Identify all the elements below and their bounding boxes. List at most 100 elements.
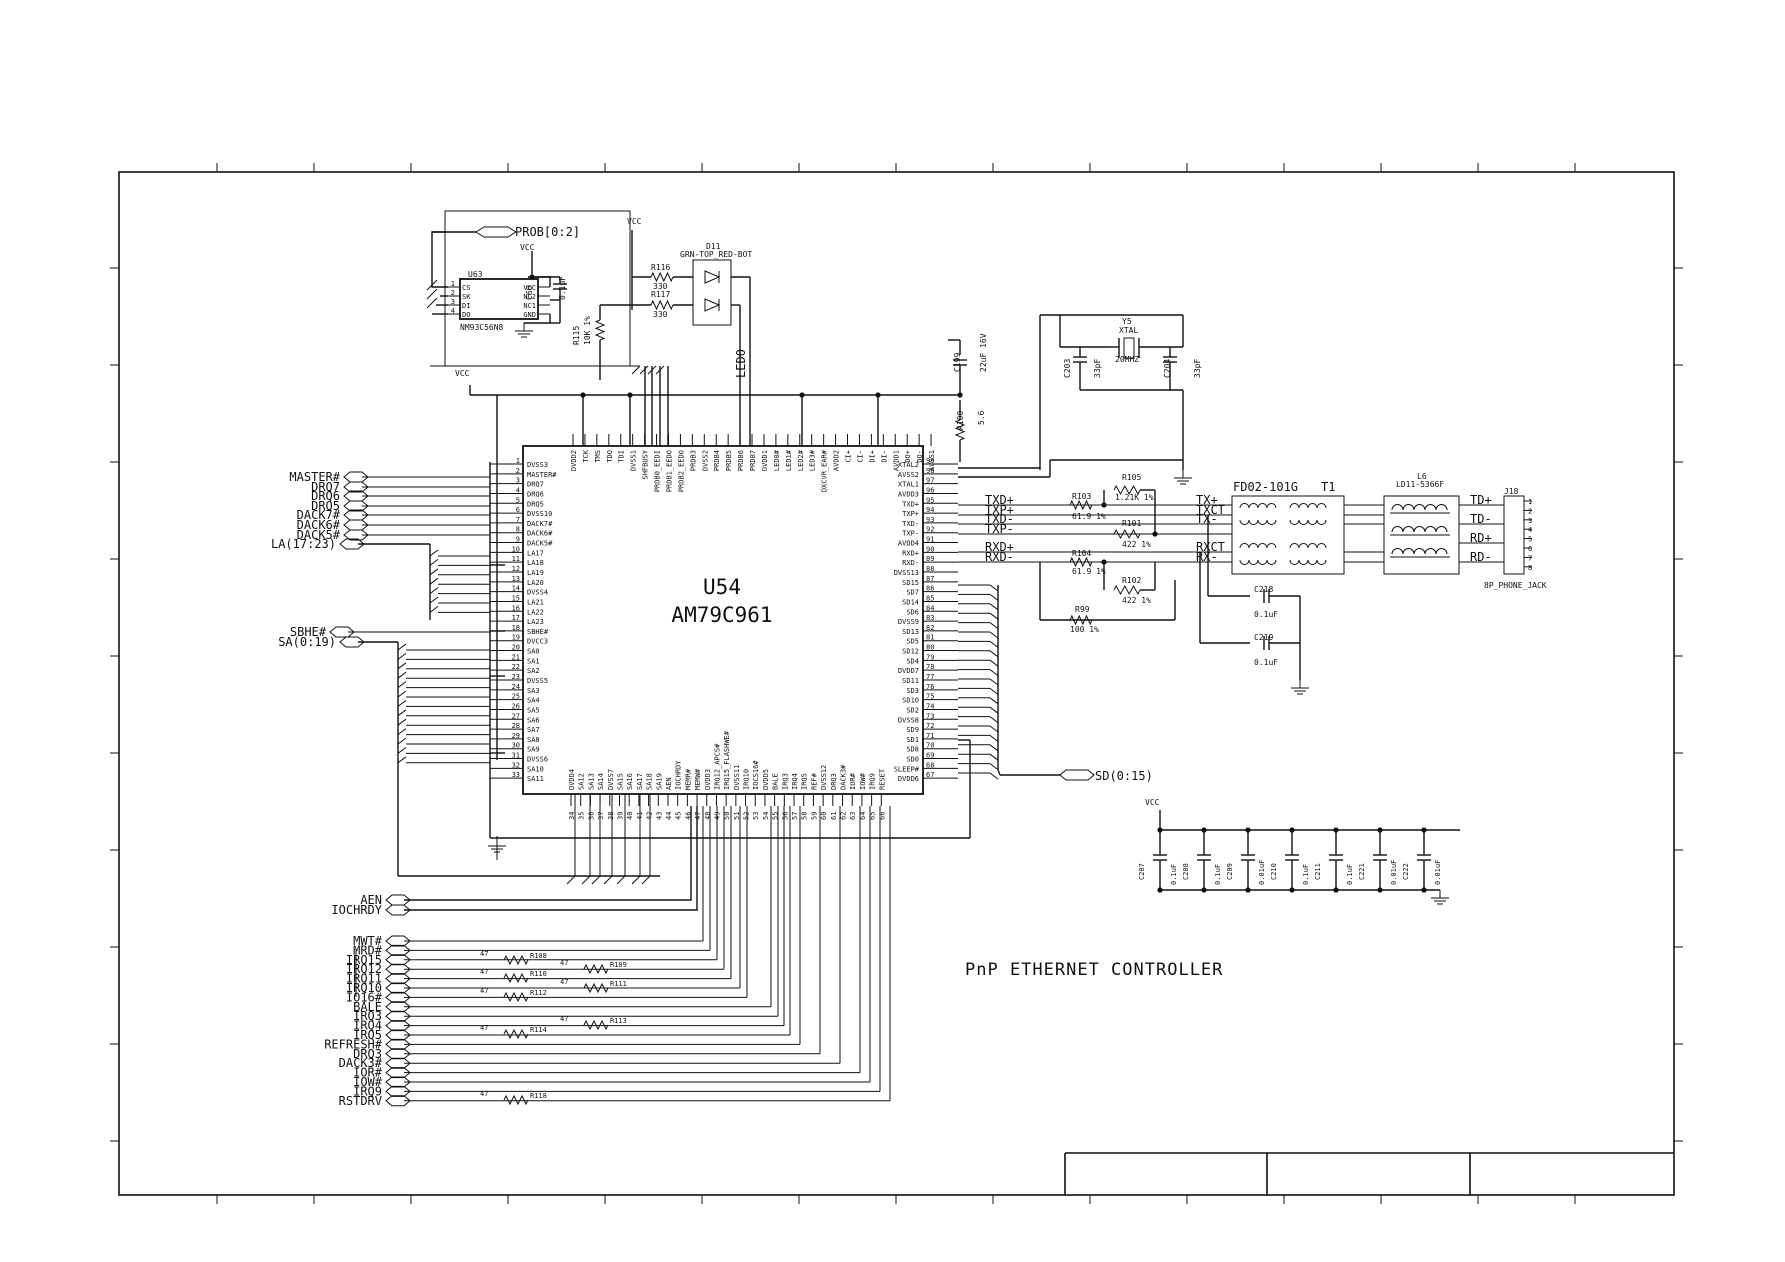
pin-number: 56 [781, 812, 789, 820]
r103-ref: R103 [1072, 492, 1091, 501]
coil [1289, 543, 1300, 549]
pin-number: 75 [926, 693, 934, 701]
series-resistor-value: 47 [560, 959, 568, 967]
pin-name: DACK7# [527, 520, 553, 528]
wire [631, 365, 641, 375]
pin-name: LA23 [527, 618, 544, 626]
eeprom-pin-number: 2 [451, 289, 455, 297]
pin-name: SA4 [527, 697, 540, 705]
r105-value: 1.21K 1% [1115, 493, 1154, 502]
pin-number: 91 [926, 536, 934, 544]
decoupling-cap-ref: C209 [1226, 863, 1234, 880]
wire [397, 671, 407, 679]
main-chip-body [522, 445, 924, 795]
coil [1239, 503, 1250, 509]
bus-signal-label: DRQ5 [311, 499, 340, 513]
control-signal-label: IRQ10 [346, 981, 382, 995]
pin-number: 78 [926, 663, 934, 671]
pin-name: IRQ5 [801, 773, 809, 790]
pin-number: 87 [926, 575, 934, 583]
pin-name: SD11 [902, 677, 919, 685]
pin-number: 73 [926, 712, 934, 720]
wire [989, 669, 999, 676]
led-part: GRN-TOP_RED-BOT [680, 250, 752, 259]
pin-number: 74 [926, 702, 934, 710]
wire [397, 709, 407, 717]
r117-value: 330 [653, 310, 668, 319]
series-resistor-value: 47 [480, 968, 488, 976]
wire [639, 365, 649, 375]
coil [1316, 543, 1327, 549]
pin-name: SA2 [527, 667, 540, 675]
filter-net-label: RX- [1196, 550, 1218, 564]
wire [989, 706, 999, 714]
c60-ref: C60 [525, 285, 534, 300]
pin-name: DVSS9 [898, 618, 919, 626]
junction-dot [1333, 887, 1339, 893]
series-resistor-value: 47 [480, 987, 488, 995]
coil [1435, 548, 1448, 555]
pin-number: 80 [926, 644, 934, 652]
r99-value: 100 1% [1070, 625, 1099, 634]
pin-name: DVSS11 [733, 765, 741, 790]
series-resistor-ref: R114 [530, 1026, 547, 1034]
pin-number: 26 [512, 702, 520, 710]
pin-name: TDO [606, 450, 614, 463]
coil [1435, 526, 1448, 533]
wire [989, 725, 999, 733]
junction-dot [1245, 887, 1251, 893]
junction-dot [1245, 827, 1251, 833]
r104-value: 61.9 1% [1072, 567, 1106, 576]
pin-name: DI+ [868, 450, 876, 463]
series-resistor-value: 47 [560, 1015, 568, 1023]
crystal-ref: Y5 [1122, 317, 1132, 326]
jack-pin-number: 7 [1528, 554, 1532, 562]
pin-name: IRQ12_APCS# [713, 743, 721, 790]
wire [429, 549, 439, 557]
coil [1307, 543, 1318, 549]
eeprom-body [459, 278, 539, 320]
pin-number: 3 [516, 477, 520, 485]
pin-number: 85 [926, 594, 934, 602]
pin-name: DACK3# [840, 764, 848, 790]
resistor [503, 1028, 529, 1040]
bus-signal-label: DACK5# [297, 528, 341, 542]
pin-number: 12 [512, 565, 520, 573]
coil [1239, 559, 1250, 565]
r102-value: 422 1% [1122, 596, 1151, 605]
c60-value: 0.1uF [558, 276, 567, 300]
junction-dot [1157, 887, 1163, 893]
pin-name: DACK5# [527, 540, 553, 548]
eeprom-pin-name: GND [523, 311, 536, 319]
bus-signal-label: MASTER# [289, 470, 340, 484]
junction-dot [1289, 887, 1295, 893]
wire [989, 641, 999, 648]
junction-dot [1101, 559, 1107, 565]
control-signal-label: IO16# [346, 990, 383, 1004]
coil [1239, 519, 1250, 525]
pin-name: TXP+ [902, 510, 919, 518]
pin-name: DRQ3 [830, 773, 838, 790]
wire [397, 700, 407, 707]
resistor [1069, 556, 1093, 568]
decoupling-cap-ref: C211 [1314, 863, 1322, 880]
pin-name: SD10 [902, 697, 919, 705]
pin-name: LA17 [527, 549, 544, 557]
pin-name: REF# [810, 772, 818, 790]
pin-number: 11 [512, 555, 520, 563]
wire [426, 288, 438, 300]
control-signal-label: IOR# [353, 1066, 383, 1080]
pin-name: DVSS5 [527, 677, 548, 685]
pin-name: SA1 [527, 657, 540, 665]
coil [1257, 543, 1268, 549]
sa-bus-label: SA(0:19) [278, 635, 336, 649]
pin-name: SD7 [906, 589, 919, 597]
pin-number: 18 [512, 624, 520, 632]
pin-number: 50 [723, 812, 731, 820]
pin-name: PRDB0_EEDI [654, 450, 662, 492]
series-resistor-value: 47 [480, 1090, 488, 1098]
pin-name: DVSS8 [898, 716, 919, 724]
wire [989, 697, 999, 705]
jack-net-label: TD+ [1470, 493, 1492, 507]
eeprom-pin-name: NC2 [523, 293, 536, 301]
